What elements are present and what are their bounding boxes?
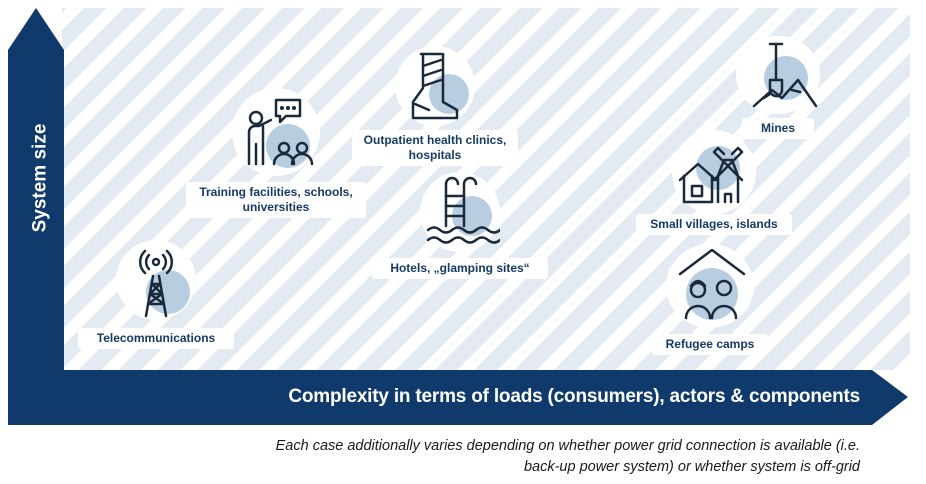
y-axis-label: System size: [29, 123, 51, 233]
case-label: Training facilities, schools, universiti…: [186, 182, 366, 218]
case-label: Telecommunications: [78, 328, 234, 349]
footnote-line-2: back-up power system) or whether system …: [523, 459, 860, 475]
case-small-villages: Small villages, islands: [636, 130, 792, 235]
case-hotels: Hotels, „glamping sites“: [372, 172, 548, 279]
leg-cast-icon: [395, 46, 475, 126]
case-health-clinics: Outpatient health clinics, hospitals: [352, 46, 518, 166]
shovel-mountain-icon: [736, 36, 820, 114]
teacher-presentation-icon: [232, 88, 320, 176]
case-label: Outpatient health clinics, hospitals: [352, 130, 518, 166]
footnote: Each case additionally varies depending …: [160, 436, 860, 478]
case-label: Hotels, „glamping sites“: [372, 258, 548, 279]
case-mines: Mines: [736, 36, 820, 139]
case-training-facilities: Training facilities, schools, universiti…: [186, 88, 366, 218]
footnote-line-1: Each case additionally varies depending …: [275, 438, 860, 454]
x-axis-arrow: [8, 370, 908, 425]
case-label: Mines: [742, 118, 814, 139]
y-axis-arrow: [8, 8, 64, 425]
case-label: Refugee camps: [652, 334, 768, 355]
swimming-pool-icon: [420, 172, 502, 252]
village-windmill-icon: [672, 130, 756, 214]
antenna-tower-icon: [116, 240, 196, 320]
case-label: Small villages, islands: [636, 214, 792, 235]
case-telecommunications: Telecommunications: [78, 240, 234, 349]
x-axis-label: Complexity in terms of loads (consumers)…: [288, 386, 860, 407]
shelter-people-icon: [666, 244, 754, 328]
case-refugee-camps: Refugee camps: [652, 244, 768, 355]
